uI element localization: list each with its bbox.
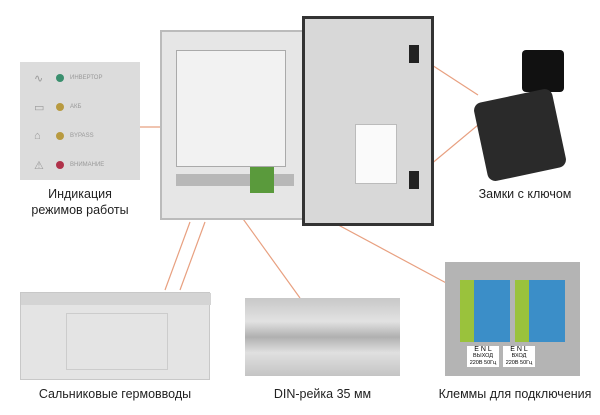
lock-caption: Замки с ключом xyxy=(478,187,572,201)
din-rail-photo xyxy=(245,298,400,376)
lock-plate xyxy=(472,87,568,183)
led-panel-caption: Индикация режимов работы xyxy=(10,186,150,218)
gland-plate xyxy=(66,313,168,370)
lock-photo xyxy=(470,45,580,183)
caption-line: Индикация xyxy=(48,187,112,201)
battery-icon: ▭ xyxy=(34,101,45,114)
indicator-label: ВНИМАНИЕ xyxy=(70,162,105,168)
warning-icon: ⚠ xyxy=(34,159,44,172)
terminals-caption: Клеммы для подключения xyxy=(438,387,592,401)
cabinet-top xyxy=(21,293,211,305)
led-panel-photo: ∿ ИНВЕРТОР ▭ АКБ ⌂ BYPASS ⚠ ВНИМАНИЕ xyxy=(20,62,140,180)
indicator-inverter: ∿ ИНВЕРТОР xyxy=(20,68,140,88)
led-icon xyxy=(56,74,64,82)
caption-line: режимов работы xyxy=(31,203,129,217)
indicator-label: ИНВЕРТОР xyxy=(70,75,103,81)
ground-terminal xyxy=(460,280,474,342)
ups-module xyxy=(176,50,286,167)
glands-caption: Сальниковые гермовводы xyxy=(38,387,192,401)
door-document xyxy=(355,124,397,184)
led-icon xyxy=(56,161,64,169)
indicator-battery: ▭ АКБ xyxy=(20,97,140,117)
indicator-warning: ⚠ ВНИМАНИЕ xyxy=(20,155,140,175)
ground-terminal xyxy=(515,280,529,342)
indicator-bypass: ⌂ BYPASS xyxy=(20,126,140,146)
indicator-label: АКБ xyxy=(70,104,82,110)
led-icon xyxy=(56,103,64,111)
din-rail-inside xyxy=(176,174,294,186)
door-lock-top xyxy=(409,45,419,63)
led-icon xyxy=(56,132,64,140)
terminals-inside xyxy=(250,167,274,193)
bypass-icon: ⌂ xyxy=(34,130,41,142)
key-icon xyxy=(522,50,564,92)
sine-wave-icon: ∿ xyxy=(34,72,44,85)
glands-photo xyxy=(20,292,211,380)
indicator-label: BYPASS xyxy=(70,133,94,139)
cabinet-door xyxy=(302,16,434,226)
cabinet-body xyxy=(160,30,305,220)
door-lock-bottom xyxy=(409,171,419,189)
din-rail-caption: DIN-рейка 35 мм xyxy=(273,387,372,401)
